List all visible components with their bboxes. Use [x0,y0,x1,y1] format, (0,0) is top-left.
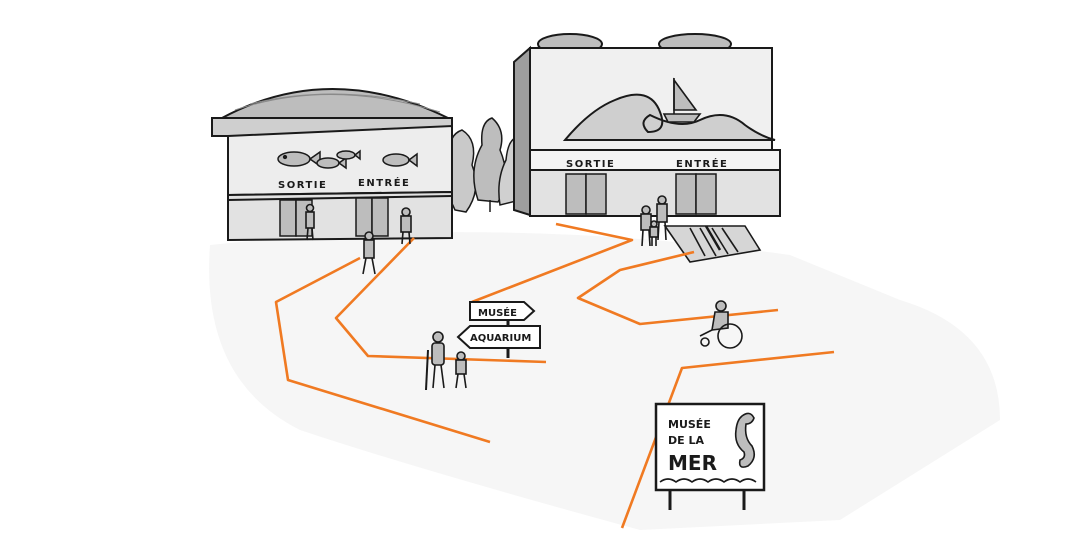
aquarium-entrance-label: ENTRÉE [358,176,410,189]
path-line-sign [620,350,835,529]
fish-icon [316,156,347,170]
person-walking [362,231,376,275]
child-with-cane-person [455,351,467,389]
aquarium-exit-label: SORTIE [278,180,327,191]
cane-icon [425,349,429,391]
billboard-line-3: MER [668,451,717,475]
person-museum-1 [640,205,652,247]
person-aquarium-entrance [400,207,412,245]
wheelchair-icon [699,300,743,349]
museum-entrance-door [675,173,717,215]
signpost-arrow-museum: MUSÉE [478,306,517,319]
wave-icon [659,478,757,483]
ground [209,232,1000,530]
path-line-center [334,237,547,364]
person-museum-2 [656,195,668,241]
museum-exit-label: SORTIE [566,159,615,170]
museum-entrance-label: ENTRÉE [676,157,728,170]
people [305,195,743,391]
accessible-path-lines [274,222,835,529]
aquarium-entrance-door [355,197,389,237]
fish-icon [382,152,418,168]
person-with-cane [425,331,445,391]
billboard-line-2: DE LA [668,434,704,447]
person-aquarium-door [305,203,315,241]
fish-icon [336,149,361,161]
wave-icon [562,93,776,141]
child-museum [649,220,659,246]
museum-billboard: MUSÉE DE LA MER [654,402,766,510]
directional-signpost: MUSÉE AQUARIUM [456,301,541,358]
trees [445,117,523,213]
sailboat-icon [662,77,702,123]
path-line-museum-exit [471,222,634,304]
aquarium-building: SORTIE ENTRÉE [211,88,453,242]
museum-exit-door [565,173,607,215]
fish-icon [277,150,321,168]
signpost-arrow-aquarium: AQUARIUM [470,333,531,344]
path-line-left [274,256,491,444]
billboard-line-1: MUSÉE [668,418,711,431]
path-line-museum-entrance [576,250,779,326]
museum-building: SORTIE ENTRÉE [513,33,781,263]
seahorse-icon [734,412,756,468]
